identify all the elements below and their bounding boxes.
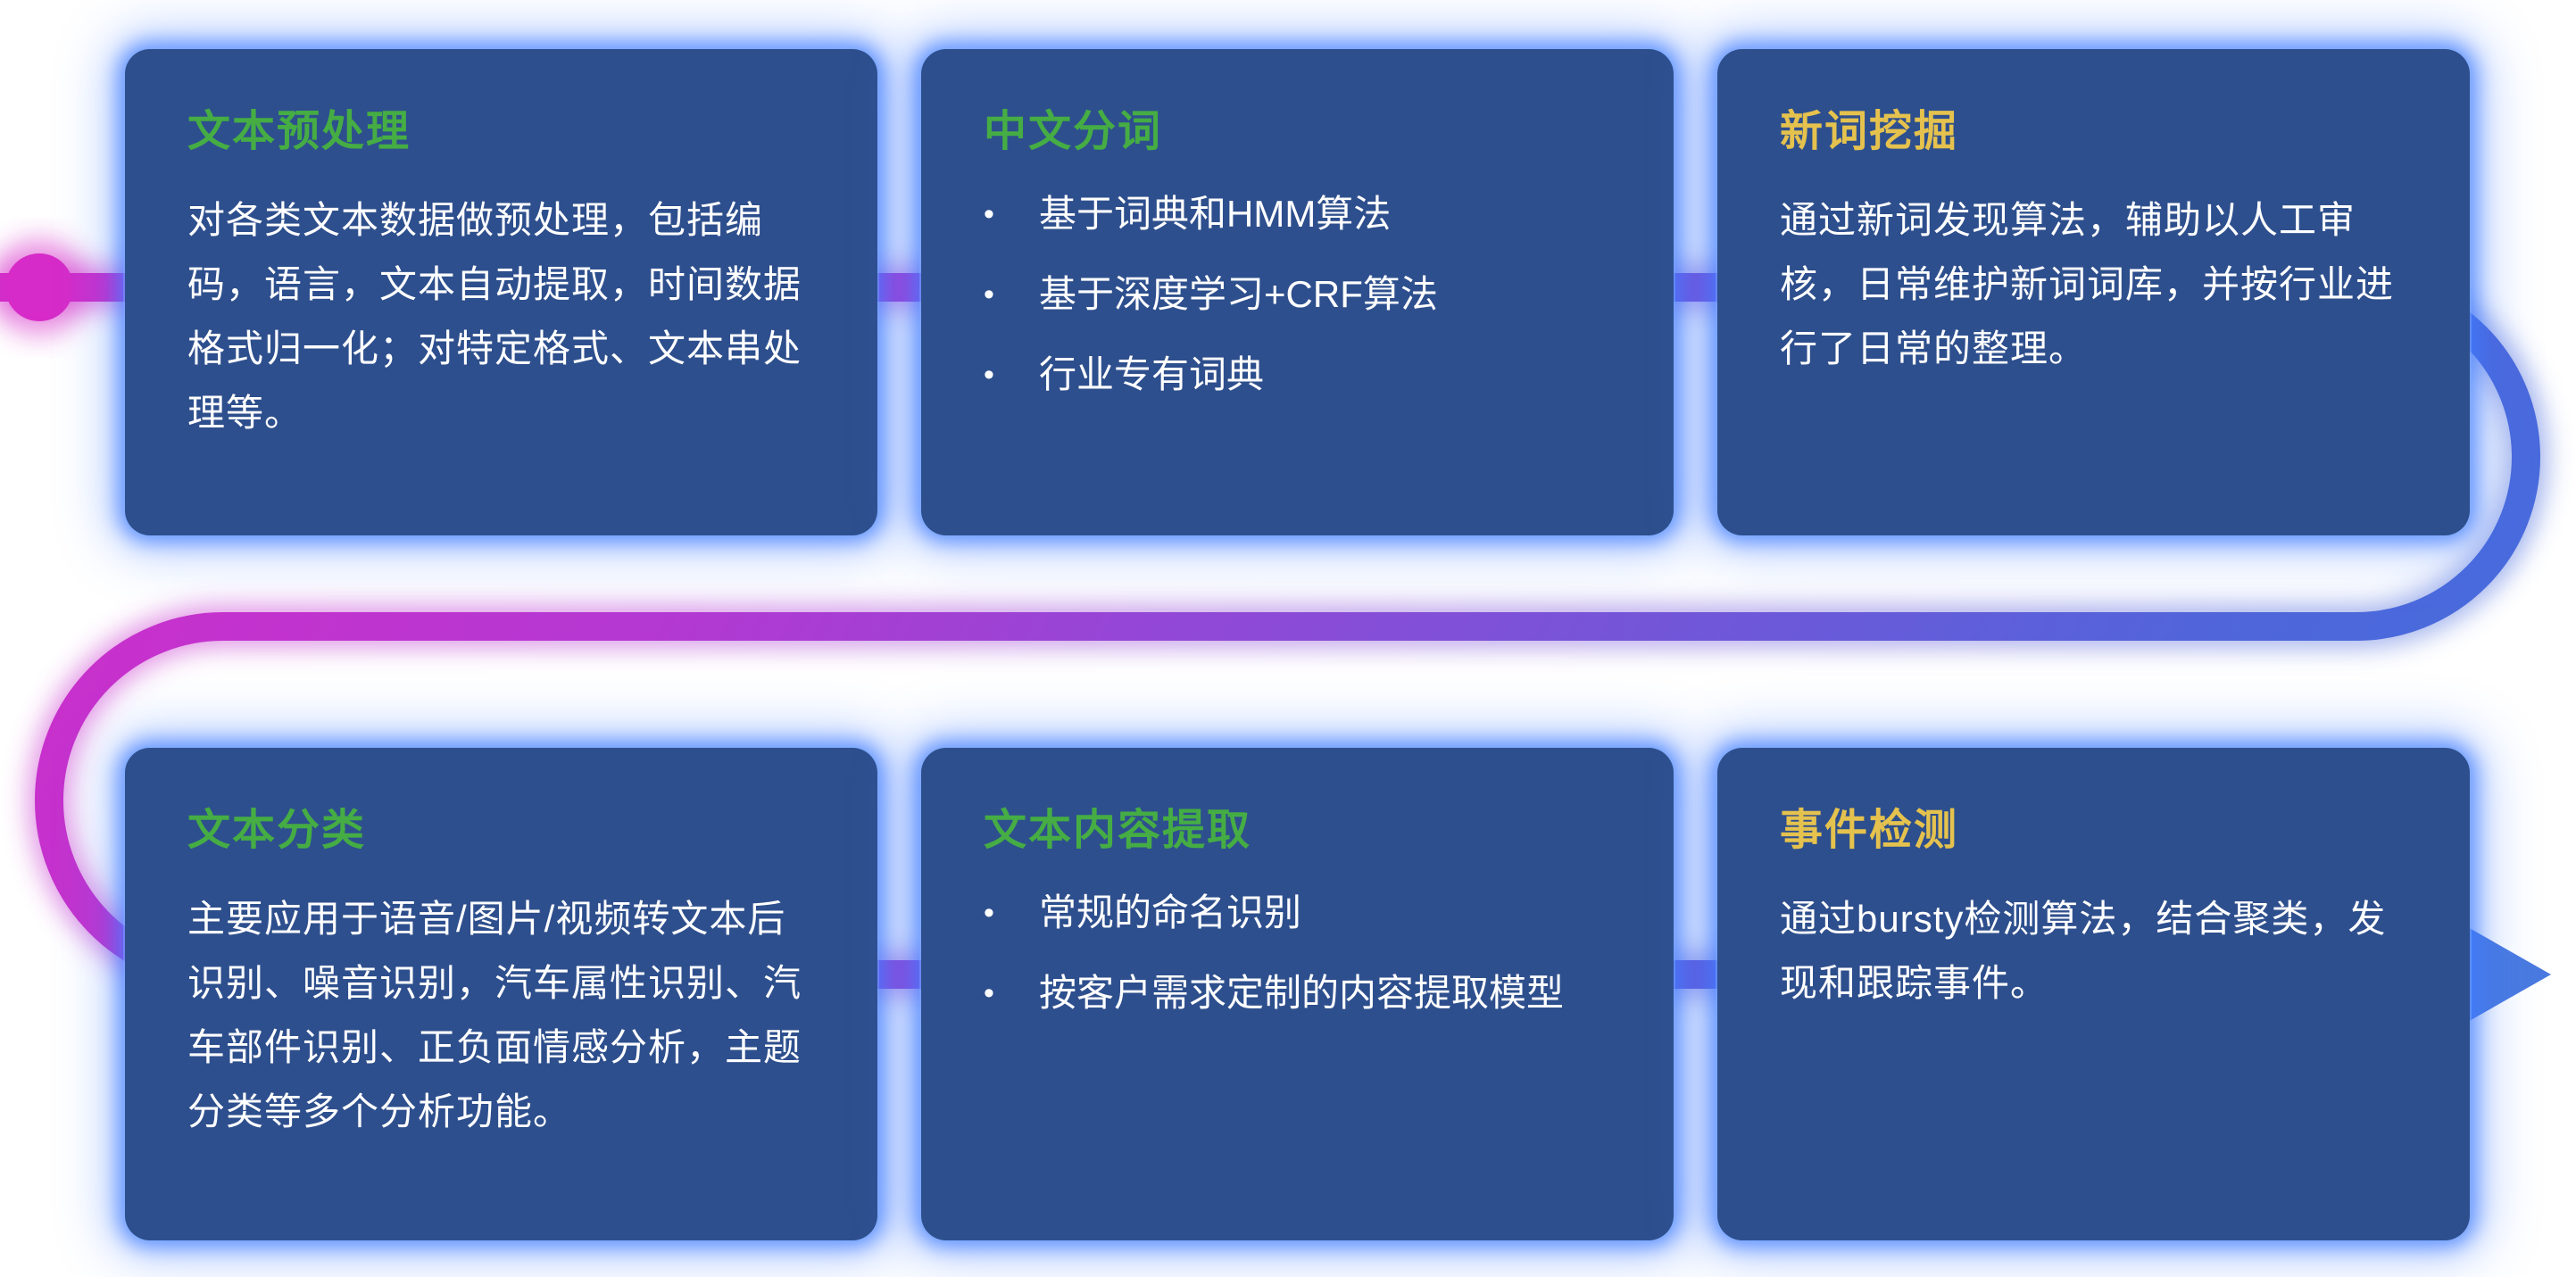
card-title: 文本预处理	[187, 108, 411, 155]
card-text-classification: 文本分类 主要应用于语音/图片/视频转文本后识别、噪音识别，汽车属性识别、汽车部…	[125, 748, 877, 1240]
card-title: 新词挖掘	[1780, 108, 1959, 155]
card-bullet-list: • 常规的命名识别 • 按客户需求定制的内容提取模型	[984, 887, 1620, 1019]
card-title: 中文分词	[984, 108, 1163, 155]
card-body: 对各类文本数据做预处理，包括编码，语言，文本自动提取，时间数据格式归一化；对特定…	[187, 199, 802, 434]
bullet-item: • 基于词典和HMM算法	[984, 188, 1620, 240]
bullet-item: • 行业专有词典	[984, 349, 1620, 401]
bullet-item: • 常规的命名识别	[984, 887, 1620, 939]
card-event-detection: 事件检测 通过bursty检测算法，结合聚类，发现和跟踪事件。	[1717, 748, 2470, 1240]
bullet-text: 基于深度学习+CRF算法	[1039, 273, 1438, 315]
card-new-word-mining: 新词挖掘 通过新词发现算法，辅助以人工审核，日常维护新词词库，并按行业进行了日常…	[1717, 49, 2470, 535]
bullet-text: 按客户需求定制的内容提取模型	[1039, 972, 1565, 1014]
card-chinese-word-segmentation: 中文分词 • 基于词典和HMM算法 • 基于深度学习+CRF算法 • 行业专有词…	[921, 49, 1674, 535]
card-body: 通过新词发现算法，辅助以人工审核，日常维护新词词库，并按行业进行了日常的整理。	[1780, 199, 2395, 369]
card-body: 通过bursty检测算法，结合聚类，发现和跟踪事件。	[1780, 898, 2387, 1004]
card-title: 文本分类	[187, 807, 367, 854]
flow-arrow-icon	[2460, 923, 2551, 1026]
bullet-icon: •	[984, 976, 994, 1010]
bullet-item: • 按客户需求定制的内容提取模型	[984, 967, 1620, 1019]
card-title: 文本内容提取	[984, 807, 1252, 854]
bullet-icon: •	[984, 358, 994, 392]
bullet-icon: •	[984, 197, 994, 231]
flow-start-dot	[5, 253, 73, 321]
bullet-icon: •	[984, 896, 994, 930]
card-text-content-extraction: 文本内容提取 • 常规的命名识别 • 按客户需求定制的内容提取模型	[921, 748, 1674, 1240]
card-text-preprocessing: 文本预处理 对各类文本数据做预处理，包括编码，语言，文本自动提取，时间数据格式归…	[125, 49, 877, 535]
bullet-icon: •	[984, 278, 994, 311]
card-body: 主要应用于语音/图片/视频转文本后识别、噪音识别，汽车属性识别、汽车部件识别、正…	[187, 898, 802, 1132]
bullet-item: • 基于深度学习+CRF算法	[984, 269, 1620, 320]
card-bullet-list: • 基于词典和HMM算法 • 基于深度学习+CRF算法 • 行业专有词典	[984, 188, 1620, 401]
bullet-text: 基于词典和HMM算法	[1039, 193, 1392, 235]
flow-line-path	[0, 273, 2540, 989]
card-title: 事件检测	[1780, 807, 1959, 854]
bullet-text: 行业专有词典	[1039, 353, 1265, 395]
bullet-text: 常规的命名识别	[1039, 891, 1302, 933]
